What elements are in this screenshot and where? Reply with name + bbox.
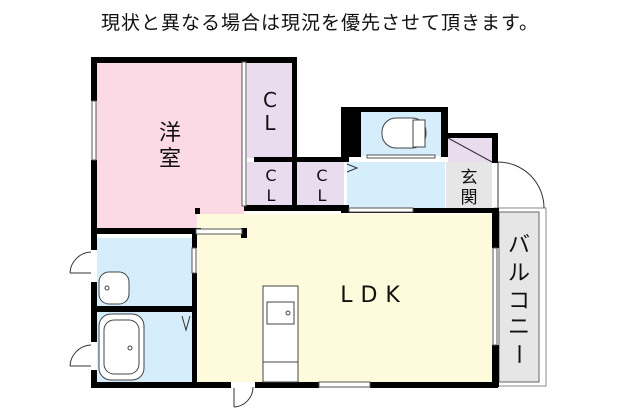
fixtures (98, 117, 427, 383)
ldk (197, 214, 492, 382)
balcony-char-4: ニ (508, 315, 530, 340)
entrance-label-1: 玄 (461, 168, 478, 188)
closet-right-label-2: L (318, 186, 327, 205)
disclaimer-notice: 現状と異なる場合は現況を優先させて頂きます。 (100, 12, 540, 34)
western-room-label-1: 洋 (159, 121, 181, 146)
closet-right-label-1: C (316, 166, 327, 185)
closet-left-label-1: C (265, 166, 276, 185)
balcony-char-2: ル (508, 261, 530, 286)
bathtub-icon (98, 313, 145, 381)
balcony-char-5: ー (505, 343, 530, 365)
doors (69, 137, 545, 408)
balcony-char-3: コ (508, 289, 530, 314)
closet-small-right (296, 162, 344, 206)
windows (91, 61, 498, 388)
balcony-char-1: バ (508, 233, 530, 258)
closet-left-label-2: L (267, 186, 276, 205)
washbasin-icon (98, 271, 130, 305)
entrance-label-2: 関 (461, 188, 478, 208)
western-room (96, 62, 244, 232)
hallway (347, 162, 445, 210)
kitchen-counter (262, 285, 299, 383)
closet-small-left (247, 162, 292, 206)
western-room-label-2: 室 (159, 147, 181, 172)
entrance (446, 162, 492, 210)
walls (91, 57, 499, 388)
ldk-label: LDK (340, 283, 408, 308)
closet-large-label-1: C (263, 88, 277, 112)
balcony (498, 211, 540, 383)
closet-large (247, 62, 292, 158)
closet-large-label-2: L (264, 111, 276, 135)
